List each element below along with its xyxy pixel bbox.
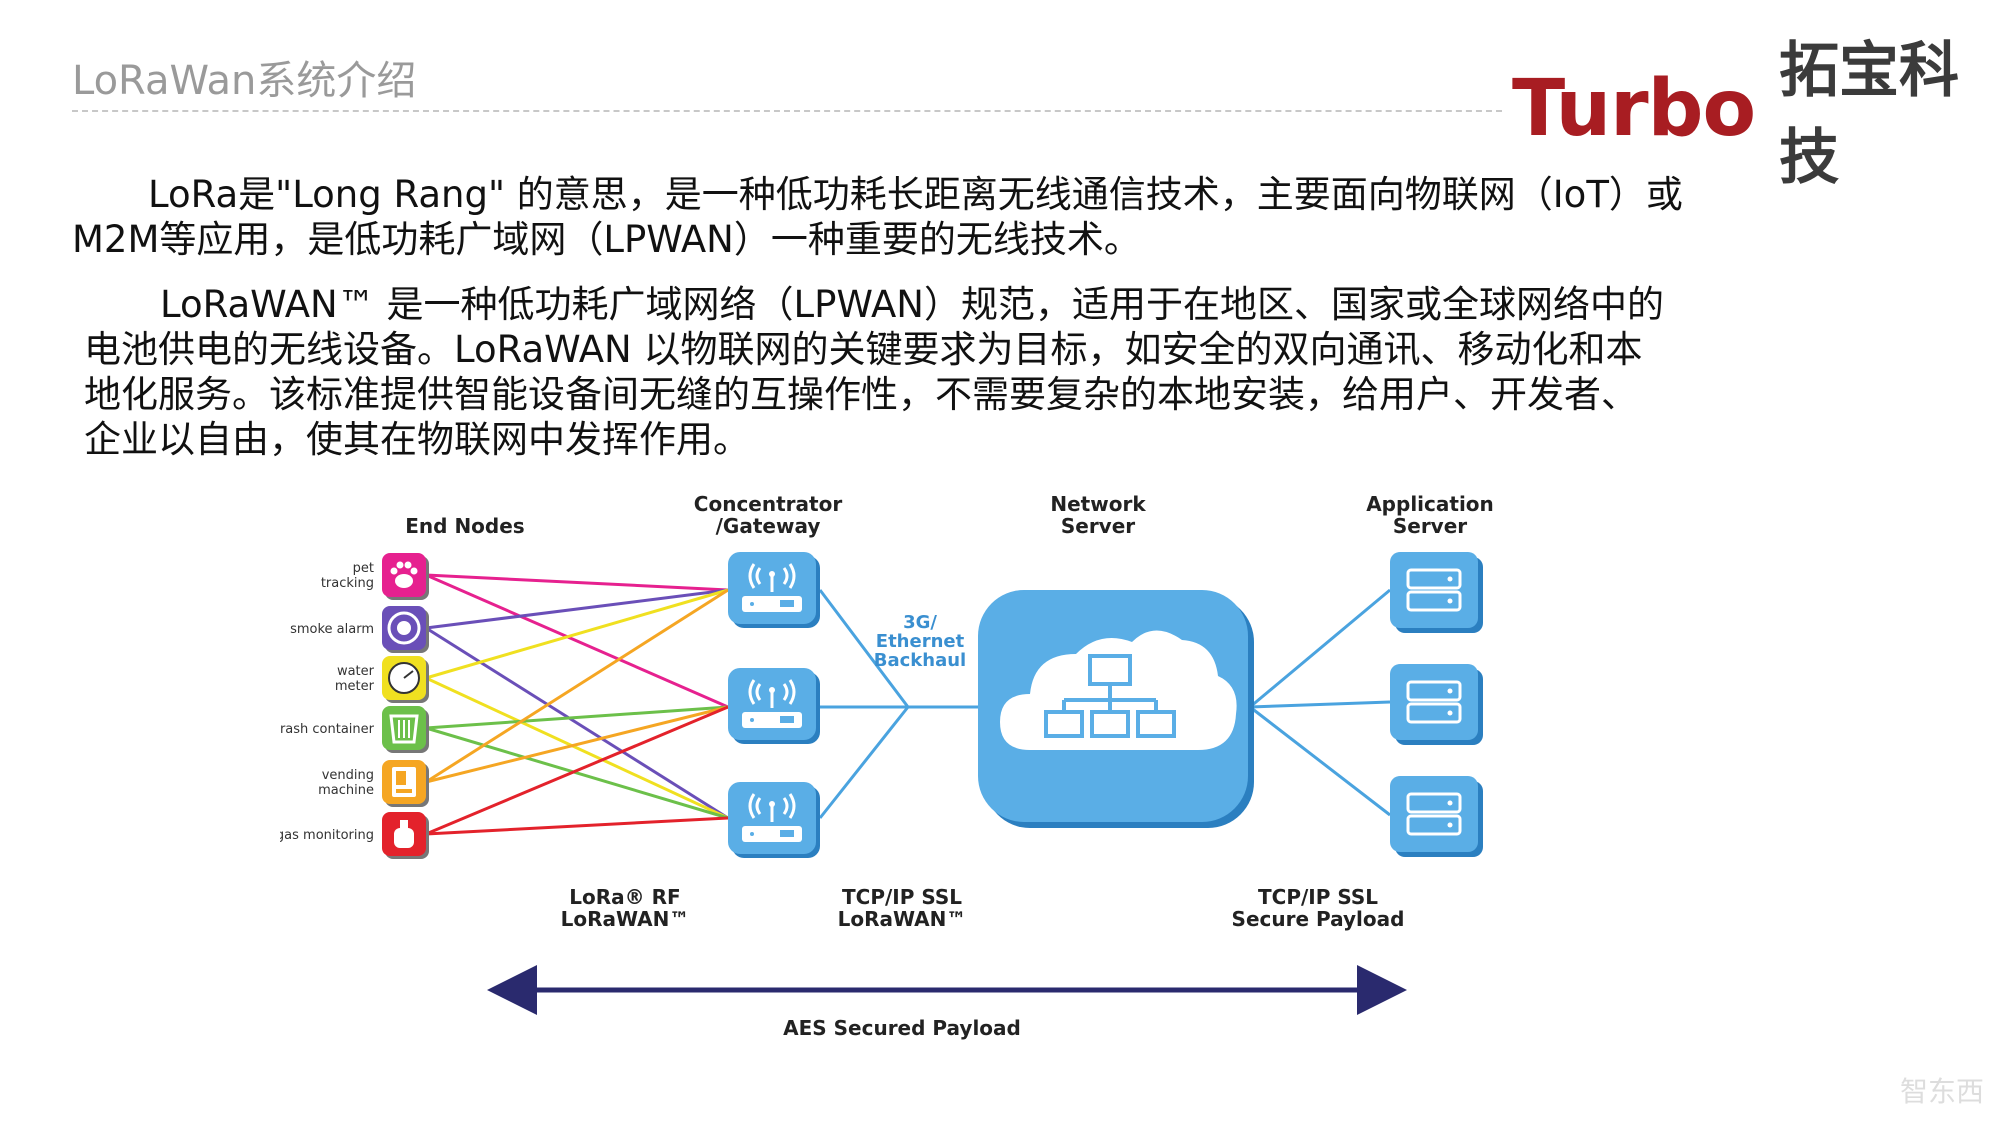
gateway-2 bbox=[728, 668, 820, 744]
node-gateway-link bbox=[425, 573, 729, 709]
trash-icon bbox=[389, 714, 419, 744]
header-gateway: /Gateway bbox=[716, 514, 821, 538]
header-application: Application bbox=[1366, 492, 1494, 516]
end-node-label: gas monitoring bbox=[280, 828, 374, 843]
node-gateway-link bbox=[425, 588, 729, 630]
gauge-icon bbox=[388, 662, 420, 694]
vending-icon bbox=[392, 767, 416, 797]
header-end-nodes: End Nodes bbox=[405, 514, 524, 538]
intro-paragraph-lorawan: LoRaWAN™ 是一种低功耗广域网络（LPWAN）规范，适用于在地区、国家或全… bbox=[84, 282, 1724, 462]
gateway-1 bbox=[728, 552, 820, 628]
paragraph-line: 电池供电的无线设备。LoRaWAN 以物联网的关键要求为目标，如安全的双向通讯、… bbox=[84, 328, 1643, 371]
end-node-label: machine bbox=[318, 783, 374, 798]
antenna-icon bbox=[748, 563, 796, 592]
backhaul-label-backhaul: Backhaul bbox=[874, 650, 966, 671]
backhaul-label-ethernet: Ethernet bbox=[876, 631, 965, 652]
aes-secured-payload-label: AES Secured Payload bbox=[783, 1016, 1021, 1040]
end-node-4: trash container bbox=[280, 706, 429, 753]
protocol-lorawan-rf: LoRaWAN™ bbox=[561, 907, 690, 931]
paragraph-line: 地化服务。该标准提供智能设备间无缝的互操作性，不需要复杂的本地安装，给用户、开发… bbox=[84, 373, 1638, 416]
backhaul-links bbox=[818, 589, 980, 819]
node-gateway-link bbox=[425, 588, 729, 784]
header-application-server: Server bbox=[1393, 514, 1467, 538]
paragraph-line: 企业以自由，使其在物联网中发挥作用。 bbox=[84, 418, 750, 461]
slide-title: LoRaWan系统介绍 bbox=[72, 58, 417, 104]
backhaul-label-3g: 3G/ bbox=[903, 612, 937, 633]
antenna-icon bbox=[748, 793, 796, 822]
end-node-label: smoke alarm bbox=[290, 622, 374, 637]
end-node-label: pet bbox=[353, 561, 374, 576]
title-divider bbox=[72, 110, 1502, 112]
node-gateway-links bbox=[425, 573, 729, 836]
end-node-label: water bbox=[337, 664, 375, 679]
end-node-2: smoke alarm bbox=[290, 606, 429, 653]
end-node-6: gas monitoring bbox=[280, 812, 429, 859]
protocol-lora-rf: LoRa® RF bbox=[569, 885, 680, 909]
application-server-1 bbox=[1390, 552, 1483, 633]
protocol-tcp-ip-ssl: TCP/IP SSL bbox=[1258, 885, 1378, 909]
intro-paragraph-lora: LoRa是"Long Rang" 的意思，是一种低功耗长距离无线通信技术，主要面… bbox=[72, 172, 1712, 262]
end-node-label: trash container bbox=[280, 722, 375, 737]
server-icon bbox=[1406, 568, 1462, 612]
logo-brand-cn: 拓宝科技 bbox=[1779, 36, 1960, 193]
protocol-tcp-ip: TCP/IP SSL bbox=[842, 885, 962, 909]
end-node-label: vending bbox=[322, 768, 374, 783]
node-gateway-link bbox=[425, 573, 729, 592]
gateway-3 bbox=[728, 782, 820, 858]
lorawan-architecture-diagram: End Nodes Concentrator /Gateway Network … bbox=[280, 492, 1494, 1040]
backhaul-link bbox=[818, 706, 910, 819]
smoke-detector-icon bbox=[387, 611, 421, 645]
server-icon bbox=[1406, 792, 1462, 836]
end-node-label: meter bbox=[335, 679, 375, 694]
node-gateway-link bbox=[425, 816, 729, 836]
server-icon bbox=[1406, 680, 1462, 724]
header-concentrator: Concentrator bbox=[694, 492, 843, 516]
network-app-links bbox=[1249, 588, 1391, 817]
network-server bbox=[978, 590, 1254, 828]
paragraph-line: LoRa是"Long Rang" 的意思，是一种低功耗长距离无线通信技术，主要面… bbox=[148, 173, 1683, 216]
node-gateway-link bbox=[425, 676, 729, 820]
node-gateway-link bbox=[425, 588, 729, 680]
protocol-secure-payload: Secure Payload bbox=[1232, 907, 1405, 931]
paragraph-line: M2M等应用，是低功耗广域网（LPWAN）一种重要的无线技术。 bbox=[72, 218, 1141, 261]
gas-cylinder-icon bbox=[394, 820, 414, 848]
application-server-3 bbox=[1390, 776, 1483, 857]
antenna-icon bbox=[748, 679, 796, 708]
app-link bbox=[1249, 700, 1391, 709]
protocol-lorawan-tcp: LoRaWAN™ bbox=[838, 907, 967, 931]
app-link bbox=[1249, 588, 1391, 709]
company-logo: Turbo 拓宝科技 bbox=[1512, 22, 2000, 196]
app-link bbox=[1249, 705, 1391, 817]
logo-brand-en: Turbo bbox=[1512, 64, 1756, 154]
header-network-server: Server bbox=[1061, 514, 1135, 538]
paw-icon bbox=[390, 561, 418, 588]
node-gateway-link bbox=[425, 726, 729, 820]
network-tree-icon bbox=[1044, 654, 1176, 738]
watermark: 智东西 bbox=[1900, 1075, 1985, 1108]
end-node-label: tracking bbox=[321, 576, 374, 591]
node-gateway-link bbox=[425, 705, 729, 836]
header-network: Network bbox=[1050, 492, 1146, 516]
paragraph-line: LoRaWAN™ 是一种低功耗广域网络（LPWAN）规范，适用于在地区、国家或全… bbox=[160, 283, 1664, 326]
node-gateway-link bbox=[425, 705, 729, 730]
cloud-icon bbox=[1000, 630, 1237, 750]
node-gateway-link bbox=[425, 626, 729, 820]
application-server-2 bbox=[1390, 664, 1483, 745]
node-gateway-link bbox=[425, 705, 729, 784]
